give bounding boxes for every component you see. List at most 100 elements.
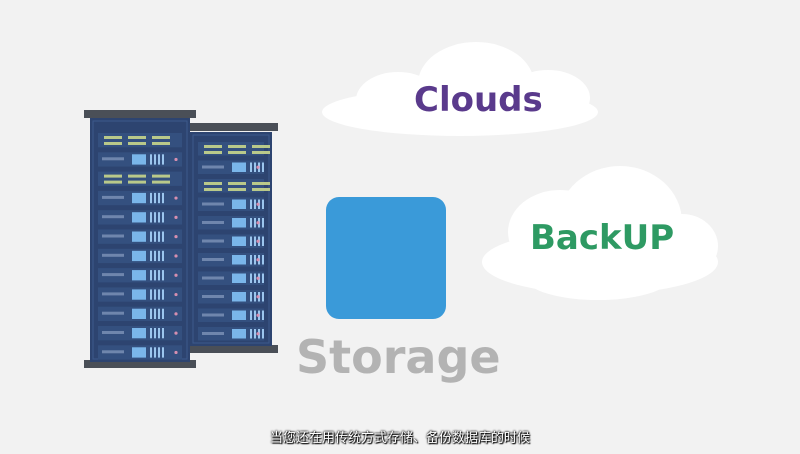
- rack-left-unit-vent: [150, 328, 152, 339]
- rack-left-unit-slot: [102, 273, 124, 277]
- rack-left-unit-panel: [132, 347, 146, 358]
- rack-right-unit-led: [256, 313, 260, 317]
- rack-left-unit-led: [128, 174, 146, 178]
- rack-right-unit-vent: [254, 199, 256, 209]
- rack-right-unit-panel: [232, 236, 246, 246]
- rack-right-unit-led: [256, 165, 260, 169]
- rack-left-unit-panel: [132, 328, 146, 339]
- rack-right-unit-panel: [232, 199, 246, 209]
- rack-right-unit-vent: [250, 329, 252, 339]
- rack-left-unit-led: [174, 215, 178, 219]
- rack-left-unit-vent: [154, 270, 156, 281]
- rack-left-unit-led: [174, 235, 178, 239]
- rack-left-unit-led: [128, 136, 146, 139]
- rack-left-unit-vent: [150, 270, 152, 281]
- rack-right-unit-led: [228, 188, 246, 191]
- rack-right-unit-vent: [250, 236, 252, 246]
- rack-right-unit-led: [204, 145, 222, 148]
- rack-left-unit-vent: [150, 231, 152, 242]
- rack-left-unit-led: [152, 142, 170, 145]
- rack-right-unit-vent: [250, 292, 252, 302]
- rack-right-unit-slot: [202, 313, 224, 317]
- rack-left-unit-led: [152, 180, 170, 184]
- rack-right-unit-vent: [250, 199, 252, 209]
- rack-left-unit-panel: [132, 154, 146, 165]
- rack-left-unit-panel: [132, 192, 146, 204]
- rack-right-unit-led: [228, 145, 246, 148]
- subtitle-caption: 当您还在用传统方式存储、备份数据库的时候: [269, 431, 530, 446]
- rack-left-unit-led: [128, 180, 146, 184]
- rack-right-unit-vent: [254, 329, 256, 339]
- rack-right-unit-led: [256, 258, 260, 262]
- rack-right-unit-panel: [232, 310, 246, 320]
- rack-right-unit-vent: [262, 255, 264, 265]
- rack-right-unit-slot: [202, 202, 224, 206]
- rack-left-unit-vent: [162, 289, 164, 300]
- rack-left-unit-led: [174, 331, 178, 335]
- rack-right-unit-vent: [254, 292, 256, 302]
- rack-right-unit-led: [252, 188, 270, 191]
- rack-left-unit-slot: [102, 215, 124, 219]
- rack-right-unit-panel: [232, 218, 246, 228]
- rack-left-unit-led: [174, 350, 178, 355]
- backup-cloud-icon: [482, 166, 718, 300]
- rack-left-unit-led: [104, 174, 122, 178]
- rack-right-unit-led: [256, 221, 260, 225]
- rack-left-unit-led: [174, 312, 178, 316]
- rack-right-unit-vent: [250, 310, 252, 320]
- rack-right-unit-slot: [202, 165, 224, 169]
- rack-left-unit-led: [174, 196, 178, 200]
- storage-label: Storage: [296, 330, 501, 384]
- rack-right-unit-vent: [254, 310, 256, 320]
- rack-right-unit: [198, 216, 264, 230]
- clouds-label: Clouds: [414, 80, 543, 120]
- rack-left-unit-vent: [150, 308, 152, 319]
- rack-right-unit-vent: [262, 292, 264, 302]
- rack-left-unit-slot: [102, 253, 124, 257]
- rack-left-unit-vent: [154, 250, 156, 262]
- rack-right-top-cap: [184, 123, 278, 131]
- clouds-cloud-icon: [322, 42, 598, 136]
- rack-left-unit-vent: [162, 192, 164, 204]
- rack-right-unit-vent: [262, 273, 264, 283]
- rack-left-unit-vent: [162, 328, 164, 339]
- rack-right-unit-vent: [254, 273, 256, 283]
- rack-right-unit-vent: [262, 199, 264, 209]
- rack-left-unit-slot: [102, 195, 124, 199]
- rack-left-unit-vent: [150, 250, 152, 262]
- rack-left-unit-vent: [154, 328, 156, 339]
- rack-left-bottom-cap: [84, 360, 196, 368]
- rack-right-unit-vent: [262, 310, 264, 320]
- rack-right-unit-vent: [254, 162, 256, 172]
- rack-right-unit: [198, 308, 264, 322]
- rack-left-unit-vent: [158, 231, 160, 242]
- rack-left-unit-vent: [154, 308, 156, 319]
- rack-right-unit-slot: [202, 295, 224, 298]
- rack-left-unit-slot: [102, 331, 124, 334]
- rack-right-unit-panel: [232, 329, 246, 339]
- rack-left-unit-vent: [154, 192, 156, 204]
- rack-right-unit: [198, 327, 264, 341]
- rack-right-unit-panel: [232, 162, 246, 172]
- rack-left-top-cap: [84, 110, 196, 118]
- rack-left-unit-vent: [158, 347, 160, 358]
- rack-right-unit-led: [204, 182, 222, 185]
- rack-right-bezel: [192, 134, 270, 344]
- rack-right-unit-slot: [202, 258, 224, 261]
- rack-left-unit-vent: [158, 270, 160, 281]
- rack-left-unit-slot: [102, 311, 124, 315]
- backup-label: BackUP: [530, 218, 675, 258]
- rack-left-unit-led: [174, 157, 178, 162]
- rack-left-unit-vent: [154, 289, 156, 300]
- server-rack-icon: [84, 110, 278, 368]
- rack-left-unit-vent: [150, 212, 152, 223]
- rack-right-unit-led: [204, 151, 222, 154]
- rack-right-unit-slot: [202, 276, 224, 280]
- rack-left-unit: [98, 133, 182, 148]
- rack-right-unit-vent: [254, 236, 256, 246]
- rack-right-unit: [198, 160, 264, 174]
- rack-left-unit-led: [174, 254, 178, 258]
- rack-left-unit-vent: [154, 154, 156, 165]
- rack-left-unit-panel: [132, 231, 146, 242]
